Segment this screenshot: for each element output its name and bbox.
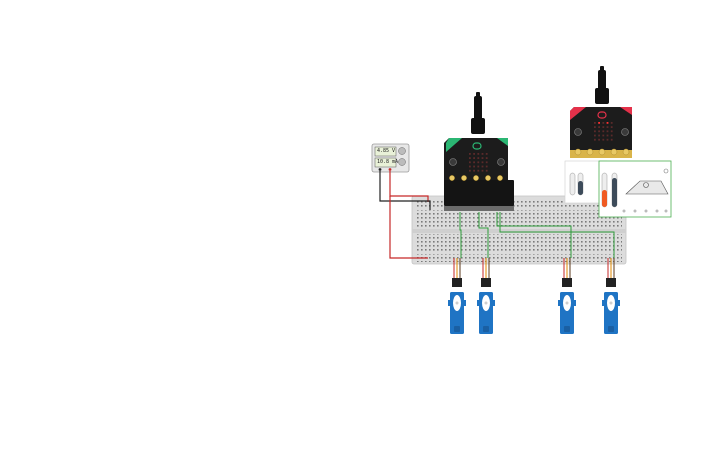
led xyxy=(610,126,613,128)
button-a[interactable] xyxy=(449,158,457,166)
edge-pad[interactable] xyxy=(485,175,491,181)
led xyxy=(469,157,471,159)
led xyxy=(602,126,605,128)
temperature-slider[interactable] xyxy=(569,172,576,196)
current-display xyxy=(374,157,397,168)
led xyxy=(594,134,596,137)
led xyxy=(606,134,609,137)
microbit-right[interactable] xyxy=(570,66,632,158)
edge-connector-breakout[interactable] xyxy=(444,180,514,206)
led xyxy=(594,138,596,141)
current-readout: 10.8 mA xyxy=(377,159,399,165)
led xyxy=(602,122,605,124)
edge-pad[interactable] xyxy=(598,148,606,156)
usb-cable-icon xyxy=(474,96,482,122)
servo-motor[interactable] xyxy=(477,258,495,334)
led xyxy=(606,122,609,124)
led xyxy=(594,130,596,133)
led xyxy=(485,161,488,164)
voltage-display xyxy=(374,146,397,157)
button-a[interactable] xyxy=(574,128,582,136)
led xyxy=(481,157,484,159)
led xyxy=(473,165,475,168)
led xyxy=(477,169,480,172)
led-matrix-left xyxy=(469,153,488,172)
led xyxy=(594,126,596,128)
led xyxy=(610,138,613,141)
edge-pad[interactable] xyxy=(461,175,467,181)
edge-pad[interactable] xyxy=(586,148,594,156)
led xyxy=(481,161,484,164)
negative-terminal[interactable] xyxy=(378,168,382,171)
led xyxy=(606,126,609,128)
led xyxy=(610,130,613,133)
led xyxy=(594,122,596,124)
led xyxy=(477,165,480,168)
led xyxy=(481,153,484,155)
led xyxy=(469,165,471,168)
servo-motor[interactable] xyxy=(448,258,466,334)
led xyxy=(598,126,600,128)
servo-motors[interactable] xyxy=(448,258,620,334)
led xyxy=(473,169,475,172)
led xyxy=(473,157,475,159)
led xyxy=(598,122,600,124)
button-b[interactable] xyxy=(497,158,505,166)
sensor-simulator-panel[interactable] xyxy=(564,160,672,218)
led-matrix-right xyxy=(594,122,613,141)
led xyxy=(598,134,600,137)
led xyxy=(485,153,488,155)
led xyxy=(602,138,605,141)
voltage-knob[interactable] xyxy=(398,147,406,155)
led xyxy=(602,134,605,137)
microbit-logo-icon xyxy=(472,142,482,150)
led xyxy=(606,130,609,133)
servo-motor[interactable] xyxy=(558,258,576,334)
led xyxy=(485,169,488,172)
voltage-readout: 4.85 V xyxy=(377,148,396,154)
led xyxy=(473,161,475,164)
led xyxy=(469,153,471,155)
gesture-buttons[interactable] xyxy=(622,209,668,213)
terminal-strip-top xyxy=(416,210,622,228)
led xyxy=(602,130,605,133)
led xyxy=(598,130,600,133)
led xyxy=(598,138,600,141)
edge-pad[interactable] xyxy=(622,148,630,156)
edge-connector-right[interactable] xyxy=(570,148,632,158)
led xyxy=(469,169,471,172)
led xyxy=(485,165,488,168)
led xyxy=(481,169,484,172)
led xyxy=(606,138,609,141)
led xyxy=(481,165,484,168)
edge-pad[interactable] xyxy=(574,148,582,156)
servo-motor[interactable] xyxy=(602,258,620,334)
current-knob[interactable] xyxy=(398,158,406,166)
led xyxy=(610,122,613,124)
microbit-logo-icon xyxy=(597,111,607,119)
supply-wires[interactable] xyxy=(379,171,431,259)
button-b[interactable] xyxy=(621,128,629,136)
edge-pad[interactable] xyxy=(497,175,503,181)
led xyxy=(477,161,480,164)
gear-icon[interactable] xyxy=(663,168,669,174)
led xyxy=(610,134,613,137)
led xyxy=(477,157,480,159)
center-channel xyxy=(412,229,626,233)
edge-pad[interactable] xyxy=(610,148,618,156)
positive-terminal[interactable] xyxy=(388,168,392,171)
edge-pad[interactable] xyxy=(449,175,455,181)
power-rail-bottom xyxy=(416,254,622,262)
led xyxy=(473,153,475,155)
edge-pad[interactable] xyxy=(473,175,479,181)
led xyxy=(485,157,488,159)
led xyxy=(469,161,471,164)
power-rail-top xyxy=(416,199,622,207)
microbit-left[interactable] xyxy=(444,92,514,211)
servo-signal-wires[interactable] xyxy=(459,212,615,258)
led xyxy=(477,153,480,155)
terminal-strip-bottom xyxy=(416,234,622,252)
